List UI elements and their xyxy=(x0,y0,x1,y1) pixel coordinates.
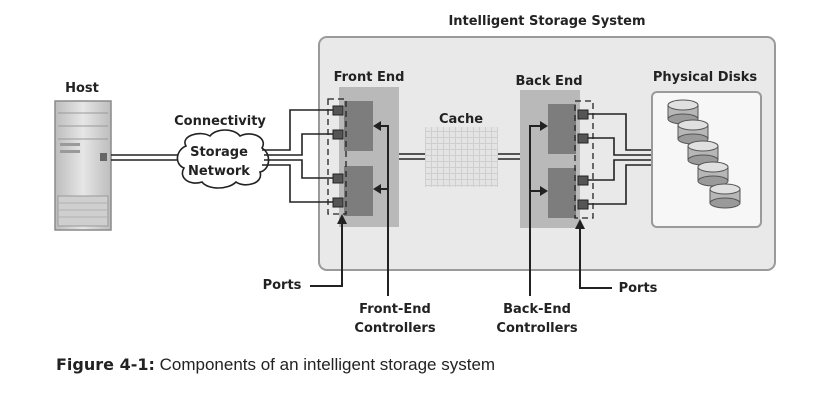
pointer-lines xyxy=(310,121,612,296)
front-end-controller-2 xyxy=(344,166,373,216)
cache-label: Cache xyxy=(439,112,483,127)
host-label: Host xyxy=(65,81,99,96)
network-label-line1: Storage xyxy=(190,145,248,160)
storage-network-cloud xyxy=(176,129,270,189)
back-end-label: Back End xyxy=(516,74,583,89)
front-end-label: Front End xyxy=(334,70,405,85)
cache-links xyxy=(399,153,520,160)
disk-stack-icon xyxy=(667,99,741,209)
front-end-controller-1 xyxy=(344,101,373,151)
figure-caption: Figure 4-1: Components of an intelligent… xyxy=(56,355,495,375)
network-label-line2: Network xyxy=(188,164,250,179)
front-end-ports-outline xyxy=(327,98,347,215)
back-end-ports-outline xyxy=(574,100,594,219)
connectivity-label: Connectivity xyxy=(174,114,266,129)
front-end-controllers-label-line2: Controllers xyxy=(354,321,435,336)
ports-right-label: Ports xyxy=(619,281,658,296)
system-title: Intelligent Storage System xyxy=(448,14,645,29)
host-server-icon xyxy=(54,100,112,231)
back-end-controller-2 xyxy=(548,168,576,218)
back-end-controllers-label-line1: Back-End xyxy=(503,302,571,317)
host-network-link xyxy=(111,154,180,161)
network-frontend-links xyxy=(262,109,333,203)
back-end-controllers-label-line2: Controllers xyxy=(496,321,577,336)
front-end-controllers-label-line1: Front-End xyxy=(359,302,431,317)
back-end-controller-1 xyxy=(548,104,576,154)
physical-disks-label: Physical Disks xyxy=(653,70,758,85)
figure-caption-label: Figure 4-1: xyxy=(56,355,155,374)
front-end-ports xyxy=(332,105,344,208)
ports-left-label: Ports xyxy=(263,278,302,293)
figure-caption-text: Components of an intelligent storage sys… xyxy=(159,355,496,374)
cache-block xyxy=(425,127,498,187)
backend-disks-links xyxy=(588,113,652,205)
